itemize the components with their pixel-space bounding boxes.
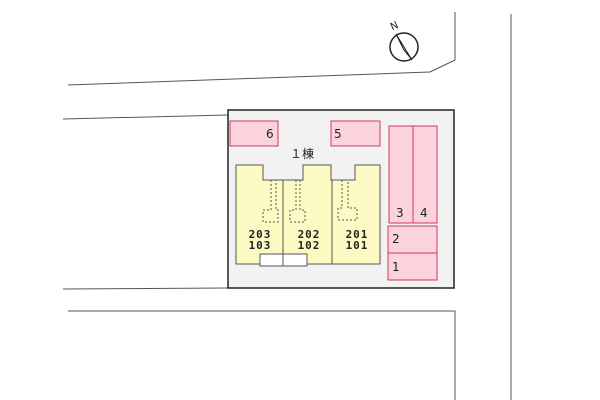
parking-space-1	[387, 252, 438, 281]
parking-label-6: 6	[266, 127, 274, 141]
unit-label-203: 203	[248, 228, 272, 241]
parking-label-1: 1	[392, 260, 400, 274]
parking-label-5: 5	[334, 127, 342, 141]
parking-space-2	[387, 225, 438, 254]
north-road-edge	[67, 12, 456, 86]
unit-label-102: 102	[297, 239, 321, 252]
parking-label-2: 2	[392, 232, 400, 246]
parking-space-4	[412, 125, 438, 224]
parking-space-6	[229, 120, 279, 147]
unit-label-101: 101	[345, 239, 369, 252]
parking-label-4: 4	[420, 206, 428, 220]
unit-label-202: 202	[297, 228, 321, 241]
parking-space-3	[388, 125, 414, 224]
south-road-edge	[68, 310, 456, 400]
unit-label-103: 103	[248, 239, 272, 252]
parking-spaces	[229, 120, 438, 281]
building-name: １棟	[290, 147, 315, 161]
unit-label-201: 201	[345, 228, 369, 241]
west-road-edge-upper	[62, 114, 229, 120]
parking-label-3: 3	[396, 206, 404, 220]
parking-space-5	[330, 120, 381, 147]
road-lines	[62, 12, 512, 400]
west-road-edge-lower	[62, 287, 229, 290]
compass-icon	[389, 32, 419, 62]
building-footprint	[235, 164, 381, 265]
stairs	[262, 180, 358, 223]
